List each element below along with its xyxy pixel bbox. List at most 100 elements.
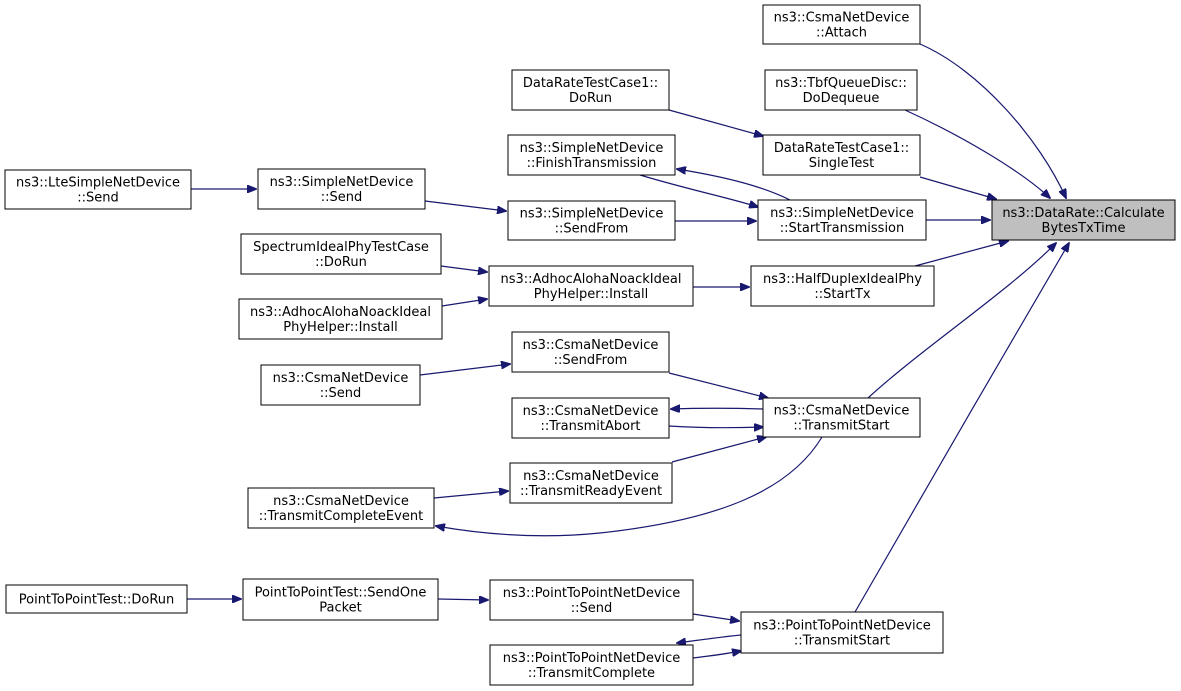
edge-csmaTransmitStart-to-csmaTransmitComplete [436, 436, 823, 537]
node-csmaTransmitComplete[interactable]: ns3::CsmaNetDevice::TransmitCompleteEven… [247, 487, 435, 529]
node-label-halfDuplexStartTx-line-1: ::StartTx [814, 287, 870, 302]
node-box-halfDuplexStartTx[interactable] [750, 265, 935, 307]
node-box-dataRateDoRun[interactable] [511, 69, 670, 111]
node-adhocInstall2[interactable]: ns3::AdhocAlohaNoackIdealPhyHelper::Inst… [238, 298, 443, 340]
node-box-csmaTransmitComplete[interactable] [247, 487, 435, 529]
node-label-lteSend-line-1: ::Send [77, 191, 119, 206]
node-label-p2pTransmitComplete-line-0: ns3::PointToPointNetDevice [503, 651, 681, 666]
edge-dataRateSingleTest-to-calc [919, 176, 996, 199]
node-simpleFinishTx[interactable]: ns3::SimpleNetDevice::FinishTransmission [507, 134, 676, 176]
node-box-p2pTestDoRun[interactable] [5, 584, 188, 614]
edge-simpleStartTx-to-simpleFinishTx [677, 169, 791, 201]
edge-csmaSendFrom-to-csmaTransmitStart [668, 372, 768, 398]
node-label-simpleStartTx-line-1: ::StartTransmission [780, 221, 905, 236]
edge-tbfDequeue-to-calc [904, 109, 1050, 198]
node-box-p2pTransmitComplete[interactable] [489, 644, 694, 686]
node-box-adhocInstall[interactable] [488, 265, 694, 307]
node-csmaTransmitAbort[interactable]: ns3::CsmaNetDevice::TransmitAbort [511, 397, 670, 439]
node-label-simpleSendFrom-line-1: ::SendFrom [555, 222, 629, 237]
node-label-tbfDequeue-line-0: ns3::TbfQueueDisc:: [775, 76, 907, 91]
node-label-simpleFinishTx-line-1: ::FinishTransmission [527, 156, 657, 171]
node-box-simpleSend[interactable] [257, 168, 426, 210]
node-label-simpleFinishTx-line-0: ns3::SimpleNetDevice [520, 141, 664, 156]
node-label-csmaAttach-line-0: ns3::CsmaNetDevice [774, 11, 910, 26]
node-label-csmaTransmitStart-line-1: ::TransmitStart [793, 419, 889, 434]
node-label-csmaSend-line-1: ::Send [320, 386, 362, 401]
edge-p2pTransmitComplete-to-p2pTransmitStart [692, 651, 741, 659]
node-simpleStartTx[interactable]: ns3::SimpleNetDevice::StartTransmission [757, 199, 927, 241]
node-halfDuplexStartTx[interactable]: ns3::HalfDuplexIdealPhy::StartTx [750, 265, 935, 307]
node-csmaSendFrom[interactable]: ns3::CsmaNetDevice::SendFrom [511, 331, 670, 373]
node-box-dataRateSingleTest[interactable] [762, 134, 921, 176]
edge-p2pTransmitStart-to-calc [854, 243, 1069, 613]
node-label-csmaSend-line-0: ns3::CsmaNetDevice [273, 371, 409, 386]
node-box-simpleFinishTx[interactable] [507, 134, 676, 176]
node-p2pTransmitComplete[interactable]: ns3::PointToPointNetDevice::TransmitComp… [489, 644, 694, 686]
node-box-spectrumDoRun[interactable] [240, 233, 442, 275]
node-label-csmaTransmitComplete-line-1: ::TransmitCompleteEvent [259, 509, 423, 524]
edge-csmaTransmitReady-to-csmaTransmitStart [671, 437, 766, 463]
node-label-csmaTransmitAbort-line-1: ::TransmitAbort [540, 419, 640, 434]
node-p2pSend[interactable]: ns3::PointToPointNetDevice::Send [489, 579, 694, 621]
node-adhocInstall[interactable]: ns3::AdhocAlohaNoackIdealPhyHelper::Inst… [488, 265, 694, 307]
node-tbfDequeue[interactable]: ns3::TbfQueueDisc::DoDequeue [764, 69, 918, 111]
node-box-adhocInstall2[interactable] [238, 298, 443, 340]
node-label-p2pTestDoRun-line-0: PointToPointTest::DoRun [19, 593, 175, 608]
node-label-csmaSendFrom-line-0: ns3::CsmaNetDevice [523, 338, 659, 353]
node-box-csmaTransmitReady[interactable] [509, 462, 673, 504]
node-label-spectrumDoRun-line-0: SpectrumIdealPhyTestCase [253, 240, 429, 255]
node-box-csmaSend[interactable] [260, 364, 421, 406]
node-label-simpleSendFrom-line-0: ns3::SimpleNetDevice [520, 207, 664, 222]
edge-halfDuplexStartTx-to-calc [914, 241, 1008, 267]
node-label-adhocInstall2-line-1: PhyHelper::Install [283, 320, 397, 335]
edge-p2pTestSendOne-to-p2pSend [437, 599, 488, 600]
node-csmaTransmitStart[interactable]: ns3::CsmaNetDevice::TransmitStart [762, 397, 921, 438]
nodes-layer: ns3::DataRate::CalculateBytesTxTimens3::… [4, 4, 1176, 686]
node-simpleSendFrom[interactable]: ns3::SimpleNetDevice::SendFrom [507, 200, 676, 241]
node-box-csmaSendFrom[interactable] [511, 331, 670, 373]
edge-p2pSend-to-p2pTransmitStart [692, 613, 739, 621]
edge-csmaTransmitComplete-to-csmaTransmitReady [433, 491, 508, 499]
node-dataRateDoRun[interactable]: DataRateTestCase1::DoRun [511, 69, 670, 111]
edge-simpleFinishTx-to-simpleStartTx [639, 174, 758, 207]
edge-csmaSend-to-csmaSendFrom [419, 364, 510, 376]
node-label-lteSend-line-0: ns3::LteSimpleNetDevice [16, 176, 180, 191]
node-label-csmaTransmitComplete-line-0: ns3::CsmaNetDevice [273, 494, 409, 509]
node-dataRateSingleTest[interactable]: DataRateTestCase1::SingleTest [762, 134, 921, 176]
node-box-csmaAttach[interactable] [762, 4, 921, 45]
node-label-simpleStartTx-line-0: ns3::SimpleNetDevice [770, 206, 914, 221]
node-label-simpleSend-line-0: ns3::SimpleNetDevice [270, 175, 414, 190]
node-box-p2pSend[interactable] [489, 579, 694, 621]
node-lteSend[interactable]: ns3::LteSimpleNetDevice::Send [4, 169, 192, 210]
edge-csmaAttach-to-calc [919, 43, 1066, 198]
node-box-p2pTransmitStart[interactable] [740, 611, 944, 654]
node-box-simpleStartTx[interactable] [757, 199, 927, 241]
node-box-p2pTestSendOne[interactable] [242, 578, 439, 621]
node-csmaSend[interactable]: ns3::CsmaNetDevice::Send [260, 364, 421, 406]
node-box-calc[interactable] [991, 199, 1176, 241]
node-box-lteSend[interactable] [4, 169, 192, 210]
node-p2pTestDoRun[interactable]: PointToPointTest::DoRun [5, 584, 188, 614]
node-label-p2pTestSendOne-line-0: PointToPointTest::SendOne [255, 586, 427, 601]
edge-adhocInstall2-to-adhocInstall [441, 299, 487, 307]
node-label-adhocInstall2-line-0: ns3::AdhocAlohaNoackIdeal [250, 305, 431, 320]
node-box-csmaTransmitStart[interactable] [762, 397, 921, 438]
node-box-csmaTransmitAbort[interactable] [511, 397, 670, 439]
node-box-simpleSendFrom[interactable] [507, 200, 676, 241]
node-label-csmaSendFrom-line-1: ::SendFrom [554, 353, 628, 368]
node-simpleSend[interactable]: ns3::SimpleNetDevice::Send [257, 168, 426, 210]
node-csmaTransmitReady[interactable]: ns3::CsmaNetDevice::TransmitReadyEvent [509, 462, 673, 504]
node-label-halfDuplexStartTx-line-0: ns3::HalfDuplexIdealPhy [763, 272, 922, 287]
node-label-adhocInstall-line-1: PhyHelper::Install [534, 287, 648, 302]
node-label-spectrumDoRun-line-1: ::DoRun [315, 255, 367, 270]
node-label-csmaAttach-line-1: ::Attach [816, 26, 867, 41]
node-box-tbfDequeue[interactable] [764, 69, 918, 111]
node-label-p2pTransmitStart-line-1: ::TransmitStart [794, 634, 890, 649]
node-csmaAttach[interactable]: ns3::CsmaNetDevice::Attach [762, 4, 921, 45]
node-spectrumDoRun[interactable]: SpectrumIdealPhyTestCase::DoRun [240, 233, 442, 275]
node-p2pTransmitStart[interactable]: ns3::PointToPointNetDevice::TransmitStar… [740, 611, 944, 654]
node-label-dataRateDoRun-line-1: DoRun [569, 91, 612, 106]
